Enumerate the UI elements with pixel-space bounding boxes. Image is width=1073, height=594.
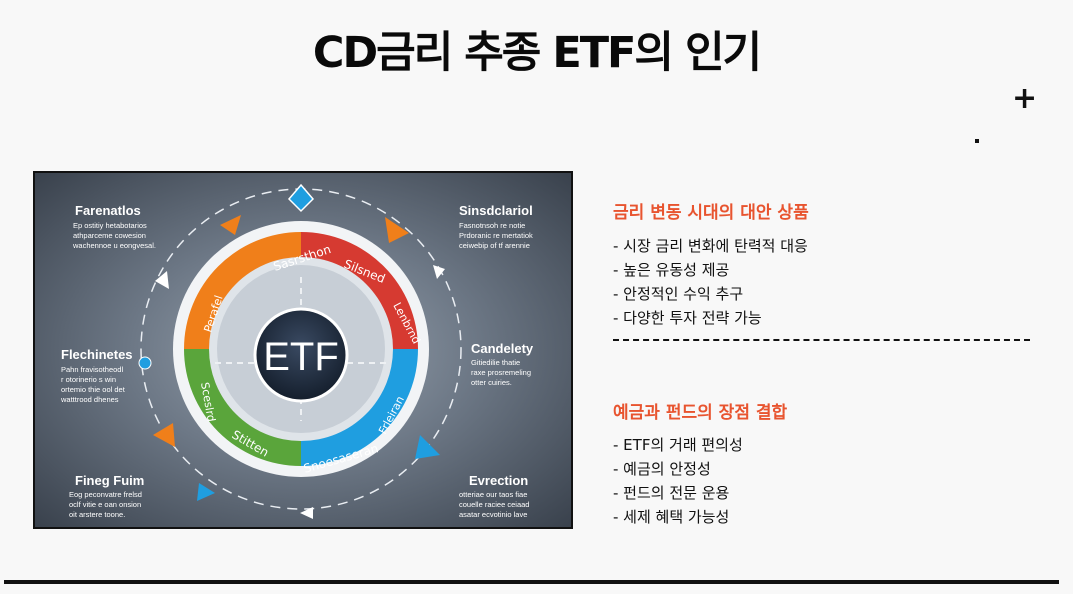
corner-text: oit arstere toone. bbox=[69, 510, 125, 519]
diamond-icon bbox=[287, 183, 315, 213]
arrow-icon bbox=[155, 271, 169, 289]
arrow-icon bbox=[415, 435, 440, 459]
plus-icon: + bbox=[1012, 81, 1038, 116]
corner-text: asatar ecvotinio lave bbox=[459, 510, 527, 519]
arrow-icon bbox=[300, 507, 313, 519]
corner-text: otter cuiries. bbox=[471, 378, 512, 387]
list-item: - 안정적인 수익 추구 bbox=[613, 285, 744, 303]
corner-title: Evrection bbox=[469, 473, 528, 488]
list-item: - 예금의 안정성 bbox=[613, 460, 711, 478]
corner-title: Flechinetes bbox=[61, 347, 133, 362]
bullet-list-combined: - ETF의 거래 편의성 - 예금의 안정성 - 펀드의 전문 운용 - 세제… bbox=[613, 433, 743, 529]
arrow-icon bbox=[385, 217, 409, 243]
section-heading-combined: 예금과 펀드의 장점 결합 bbox=[613, 403, 788, 423]
list-item: - ETF의 거래 편의성 bbox=[613, 436, 743, 454]
corner-text: raxe prosremeling bbox=[471, 368, 531, 377]
corner-text: ortemio thie ool det bbox=[61, 385, 126, 394]
corner-text: ceiwebip of tf arennie bbox=[459, 241, 530, 250]
bullet-list-alternative: - 시장 금리 변화에 탄력적 대응 - 높은 유동성 제공 - 안정적인 수익… bbox=[613, 234, 808, 330]
list-item: - 다양한 투자 전략 가능 bbox=[613, 309, 762, 327]
corner-title: Candelety bbox=[471, 341, 534, 356]
corner-text: wachennoe u eongvesal. bbox=[72, 241, 156, 250]
etf-cycle-illustration: ETF Sasrsthon Silsned Lenbrnd Frleiran S… bbox=[33, 171, 573, 529]
corner-text: Gitiedilie thatie bbox=[471, 358, 520, 367]
section-heading-alternative: 금리 변동 시대의 대안 상품 bbox=[613, 203, 809, 223]
arrow-icon bbox=[197, 483, 215, 501]
list-item: - 시장 금리 변화에 탄력적 대응 bbox=[613, 237, 808, 255]
arrow-icon bbox=[433, 265, 445, 279]
corner-title: Farenatlos bbox=[75, 203, 141, 218]
corner-text: r otorinerio s win bbox=[61, 375, 116, 384]
hub-circle bbox=[253, 307, 349, 403]
corner-title: Fineg Fuim bbox=[75, 473, 144, 488]
corner-text: otteriae our taos fiae bbox=[459, 490, 527, 499]
bottom-rule bbox=[4, 580, 1059, 584]
corner-text: Eog peconvatre frelsd bbox=[69, 490, 142, 499]
list-item: - 세제 혜택 가능성 bbox=[613, 508, 730, 526]
hub-label: ETF bbox=[263, 335, 339, 379]
corner-text: Pahn fravisotheodl bbox=[61, 365, 123, 374]
corner-text: Prdoranic re mertatiok bbox=[459, 231, 533, 240]
arrow-icon bbox=[220, 215, 241, 235]
page-title: CD금리 추종 ETF의 인기 bbox=[312, 28, 762, 78]
dot-decoration bbox=[975, 139, 979, 143]
corner-text: couelle raciee ceiaad bbox=[459, 500, 529, 509]
info-icon bbox=[138, 356, 152, 370]
corner-text: Ep ostitiy hetabotarios bbox=[73, 221, 147, 230]
corner-text: oclf vitie e oan onsion bbox=[69, 500, 141, 509]
arrow-icon bbox=[153, 423, 175, 447]
corner-title: Sinsdclariol bbox=[459, 203, 533, 218]
corner-text: athparceme cowesion bbox=[73, 231, 146, 240]
dashed-divider bbox=[613, 339, 1030, 341]
corner-text: Fasnotnsoh re notie bbox=[459, 221, 525, 230]
list-item: - 높은 유동성 제공 bbox=[613, 261, 730, 279]
list-item: - 펀드의 전문 운용 bbox=[613, 484, 730, 502]
corner-text: watttrood dhenes bbox=[60, 395, 119, 404]
